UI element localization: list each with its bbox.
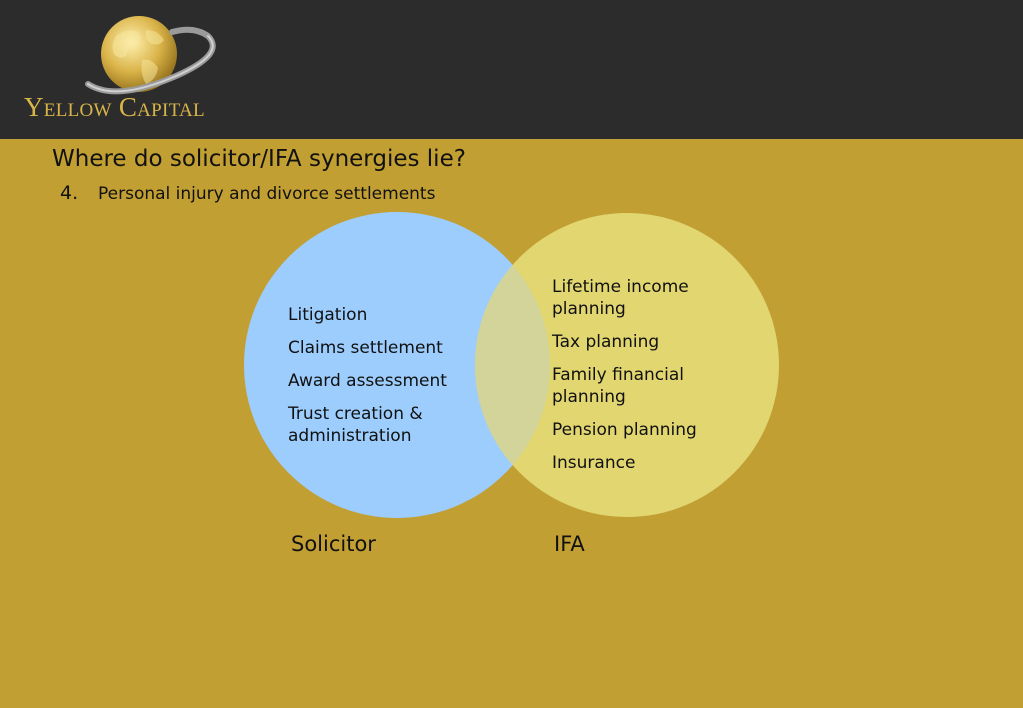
globe-with-ring-icon xyxy=(85,16,216,95)
list-item: Lifetime income planning xyxy=(552,277,689,319)
list-item: Litigation xyxy=(288,305,368,325)
slide-subtitle: Personal injury and divorce settlements xyxy=(98,184,436,204)
list-item: Tax planning xyxy=(552,332,660,352)
ifa-list: Lifetime income planning Tax planning Fa… xyxy=(552,276,742,485)
list-item: Insurance xyxy=(552,453,636,473)
list-item: Claims settlement xyxy=(288,338,443,358)
list-item: Trust creation & administration xyxy=(288,404,423,446)
list-item: Pension planning xyxy=(552,420,697,440)
list-item: Award assessment xyxy=(288,371,447,391)
logo-text: Yellow Capital xyxy=(24,92,205,122)
solicitor-circle xyxy=(244,212,550,518)
list-item: Family financial planning xyxy=(552,365,684,407)
solicitor-list: Litigation Claims settlement Award asses… xyxy=(288,304,478,458)
header-bar: Yellow Capital xyxy=(0,0,1023,139)
ifa-label: IFA xyxy=(554,532,585,556)
ifa-circle xyxy=(475,213,779,517)
solicitor-label: Solicitor xyxy=(291,532,376,556)
item-number: 4. xyxy=(60,182,79,204)
slide-title: Where do solicitor/IFA synergies lie? xyxy=(52,146,466,172)
